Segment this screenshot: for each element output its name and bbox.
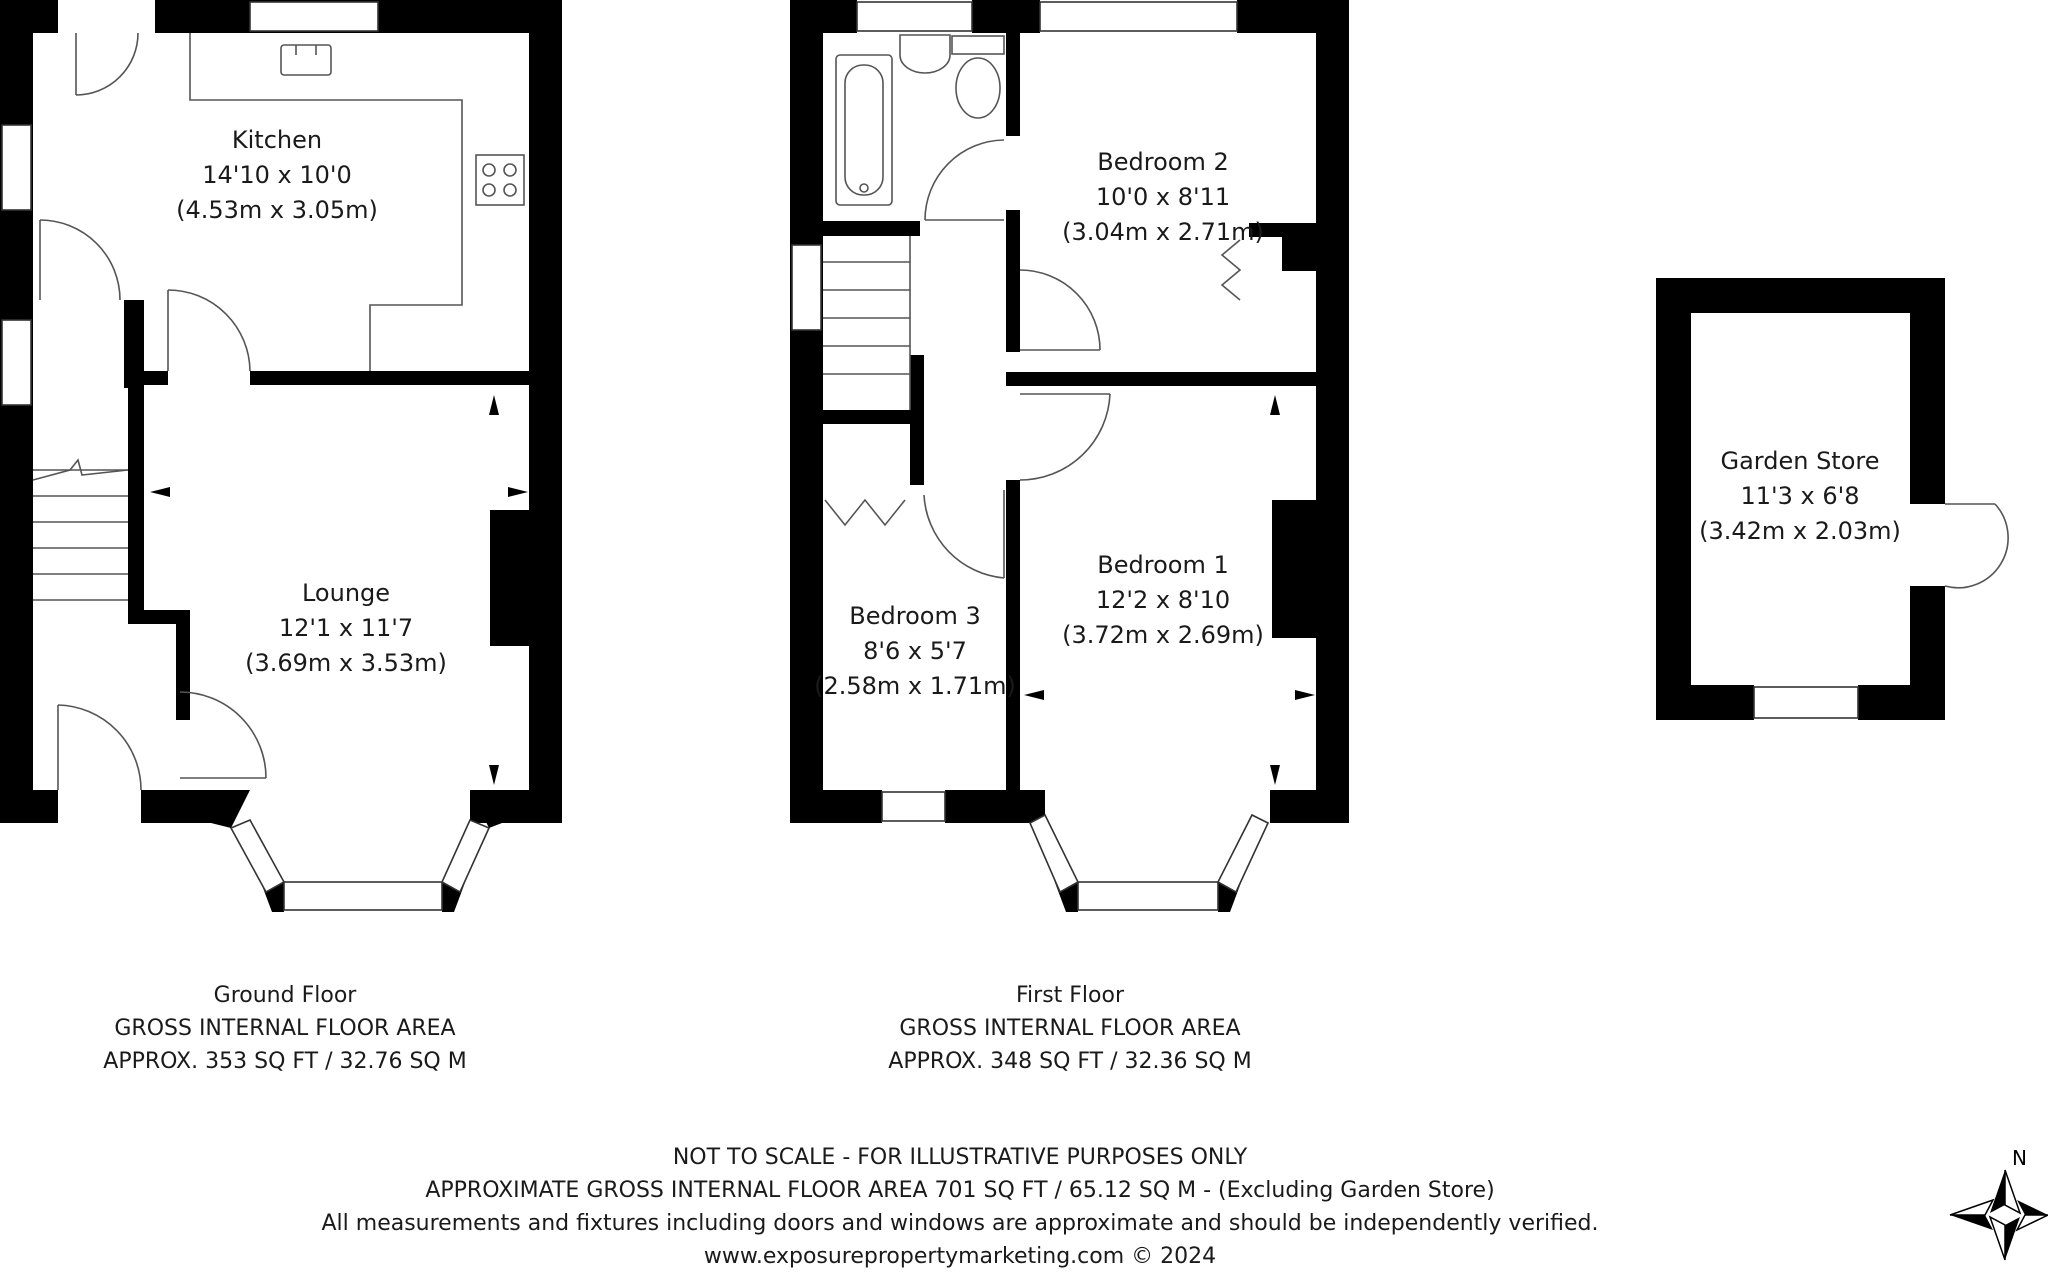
- ground-floor-area-value: APPROX. 353 SQ FT / 32.76 SQ M: [103, 1049, 467, 1074]
- bedroom2-imperial: 10'0 x 8'11: [1096, 183, 1230, 211]
- total-area-note: APPROXIMATE GROSS INTERNAL FLOOR AREA 70…: [425, 1178, 1495, 1203]
- ground-floor-doors: [39, 32, 267, 791]
- disclaimer-footer: NOT TO SCALE - FOR ILLUSTRATIVE PURPOSES…: [200, 1141, 1720, 1273]
- website-copyright: www.exposurepropertymarketing.com © 2024: [703, 1244, 1217, 1269]
- first-floor-stairs: [823, 236, 911, 410]
- bedroom1-name: Bedroom 1: [1097, 551, 1228, 579]
- ground-floor-title: Ground Floor: [213, 983, 357, 1008]
- scale-disclaimer: NOT TO SCALE - FOR ILLUSTRATIVE PURPOSES…: [672, 1145, 1248, 1170]
- toilet-icon: [951, 35, 1005, 119]
- first-floor-plan: Bedroom 2 10'0 x 8'11 (3.04m x 2.71m) Be…: [790, 0, 1349, 912]
- garden-store-metric: (3.42m x 2.03m): [1699, 517, 1901, 545]
- kitchen-metric: (4.53m x 3.05m): [176, 196, 378, 224]
- first-floor-title: First Floor: [1015, 983, 1125, 1008]
- measurement-disclaimer: All measurements and fixtures including …: [321, 1211, 1599, 1236]
- kitchen-label: Kitchen 14'10 x 10'0 (4.53m x 3.05m): [176, 126, 378, 224]
- lounge-name: Lounge: [302, 579, 390, 607]
- lounge-metric: (3.69m x 3.53m): [245, 649, 447, 677]
- first-floor-area-value: APPROX. 348 SQ FT / 32.36 SQ M: [888, 1049, 1252, 1074]
- sink-icon: [280, 44, 332, 76]
- kitchen-name: Kitchen: [232, 126, 322, 154]
- bedroom3-imperial: 8'6 x 5'7: [863, 637, 967, 665]
- ground-floor-fixtures: [32, 33, 528, 785]
- bedroom2-metric: (3.04m x 2.71m): [1062, 218, 1264, 246]
- garden-store-imperial: 11'3 x 6'8: [1740, 482, 1859, 510]
- basin-icon: [899, 34, 951, 74]
- ground-floor-plan: Kitchen 14'10 x 10'0 (4.53m x 3.05m) Lou…: [0, 0, 562, 912]
- ground-floor-area-heading: GROSS INTERNAL FLOOR AREA: [114, 1016, 456, 1041]
- garden-store-door-swing: [1944, 503, 2009, 589]
- garden-store-name: Garden Store: [1720, 447, 1879, 475]
- first-floor-caption: First Floor GROSS INTERNAL FLOOR AREA AP…: [880, 979, 1260, 1078]
- bedroom3-metric: (2.58m x 1.71m): [814, 672, 1016, 700]
- bedroom1-metric: (3.72m x 2.69m): [1062, 621, 1264, 649]
- bedroom1-label: Bedroom 1 12'2 x 8'10 (3.72m x 2.69m): [1062, 551, 1264, 649]
- lounge-label: Lounge 12'1 x 11'7 (3.69m x 3.53m): [245, 579, 447, 677]
- first-floor-area-heading: GROSS INTERNAL FLOOR AREA: [899, 1016, 1241, 1041]
- ground-floor-caption: Ground Floor GROSS INTERNAL FLOOR AREA A…: [95, 979, 475, 1078]
- ground-floor-stairs: [32, 458, 129, 601]
- bedroom3-label: Bedroom 3 8'6 x 5'7 (2.58m x 1.71m): [814, 602, 1016, 700]
- first-floor-walls: [790, 0, 1349, 912]
- bedroom2-label: Bedroom 2 10'0 x 8'11 (3.04m x 2.71m): [1062, 148, 1264, 246]
- bedroom2-name: Bedroom 2: [1097, 148, 1228, 176]
- ground-floor-windows: [1, 1, 491, 911]
- garden-store-plan: Garden Store 11'3 x 6'8 (3.42m x 2.03m): [1656, 278, 2009, 720]
- kitchen-imperial: 14'10 x 10'0: [202, 161, 352, 189]
- north-arrow-icon: N: [1949, 1146, 2048, 1261]
- first-floor-fixtures: [823, 34, 1315, 785]
- bedroom1-imperial: 12'2 x 8'10: [1096, 586, 1230, 614]
- garden-store-label: Garden Store 11'3 x 6'8 (3.42m x 2.03m): [1699, 447, 1901, 545]
- north-label: N: [2012, 1146, 2027, 1170]
- garden-store-window: [1753, 686, 1859, 719]
- hob-icon: [475, 154, 525, 206]
- lounge-imperial: 12'1 x 11'7: [279, 614, 413, 642]
- first-floor-windows: [791, 1, 1270, 911]
- first-floor-doors: [824, 139, 1242, 579]
- bedroom3-name: Bedroom 3: [849, 602, 980, 630]
- bath-icon: [835, 54, 893, 206]
